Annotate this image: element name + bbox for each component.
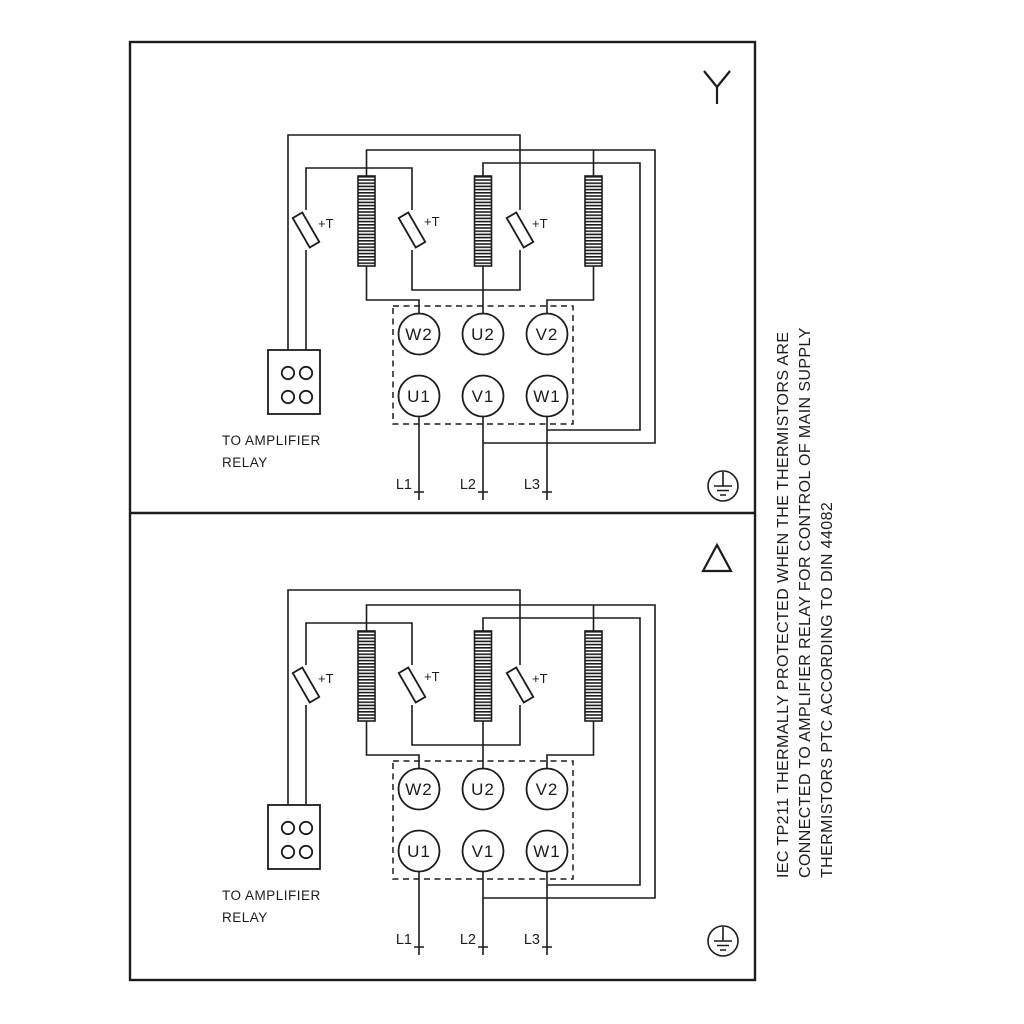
side-note-line2: CONNECTED TO AMPLIFIER RELAY FOR CONTROL… <box>797 327 814 878</box>
relay-terminal <box>280 365 296 381</box>
amplifier-relay-label-line2: RELAY <box>222 455 268 470</box>
bridge-wire-inner <box>482 162 641 431</box>
diagram-frame <box>128 40 757 982</box>
protective-earth-icon <box>707 470 739 502</box>
terminal-board-outline <box>392 305 574 425</box>
panel-star: +T +T +T TO AMPLIFIER RELAY W2 U2 V2 <box>222 134 739 502</box>
panel-delta <box>221 589 739 957</box>
terminal-u1 <box>397 374 441 418</box>
relay-terminal <box>298 365 314 381</box>
terminal-u2-label: U2 <box>471 325 495 344</box>
terminal-w1 <box>525 374 569 418</box>
thermistor-label: +T <box>318 216 334 231</box>
terminal-v1-label: V1 <box>472 387 495 406</box>
thermistor-chain-wire <box>287 134 521 367</box>
relay-terminal <box>298 389 314 405</box>
terminal-w2 <box>397 312 441 356</box>
supply-lead-wires <box>414 416 552 500</box>
motor-windings <box>357 175 603 267</box>
thermistor-icon <box>397 211 427 249</box>
winding-coil-3 <box>584 175 603 267</box>
supply-l2-label: L2 <box>460 477 476 493</box>
side-note-line1: IEC TP211 THERMALLY PROTECTED WHEN THE T… <box>775 332 792 878</box>
thermistor-label: +T <box>424 214 440 229</box>
supply-l1-label: L1 <box>396 477 412 493</box>
terminal-w1-label: W1 <box>533 387 561 406</box>
side-note: IEC TP211 THERMALLY PROTECTED WHEN THE T… <box>775 327 836 878</box>
terminal-u1-label: U1 <box>407 387 431 406</box>
side-note-line3: THERMISTORS PTC ACCORDING TO DIN 44082 <box>819 502 836 878</box>
terminal-w2-label: W2 <box>405 325 433 344</box>
supply-l3-label: L3 <box>524 477 540 493</box>
terminal-board: W2 U2 V2 U1 V1 W1 <box>392 305 574 425</box>
thermistor-icon <box>505 211 535 249</box>
delta-connection-icon <box>701 542 733 573</box>
thermistor-label: +T <box>532 216 548 231</box>
relay-terminal <box>280 389 296 405</box>
frame-border <box>128 40 757 982</box>
relay-box <box>267 349 321 415</box>
thermistor-icon <box>291 211 321 249</box>
thermistors: +T +T +T <box>291 211 548 249</box>
terminal-v2 <box>525 312 569 356</box>
amplifier-relay-box: TO AMPLIFIER RELAY <box>222 349 321 470</box>
supply-labels: L1 L2 L3 <box>396 477 540 493</box>
terminal-v1 <box>461 374 505 418</box>
winding-coil-1 <box>357 175 376 267</box>
terminal-v2-label: V2 <box>536 325 559 344</box>
amplifier-relay-label-line1: TO AMPLIFIER <box>222 433 321 448</box>
winding-coil-2 <box>473 175 493 267</box>
star-connection-icon <box>703 70 731 104</box>
terminal-u2 <box>461 312 505 356</box>
